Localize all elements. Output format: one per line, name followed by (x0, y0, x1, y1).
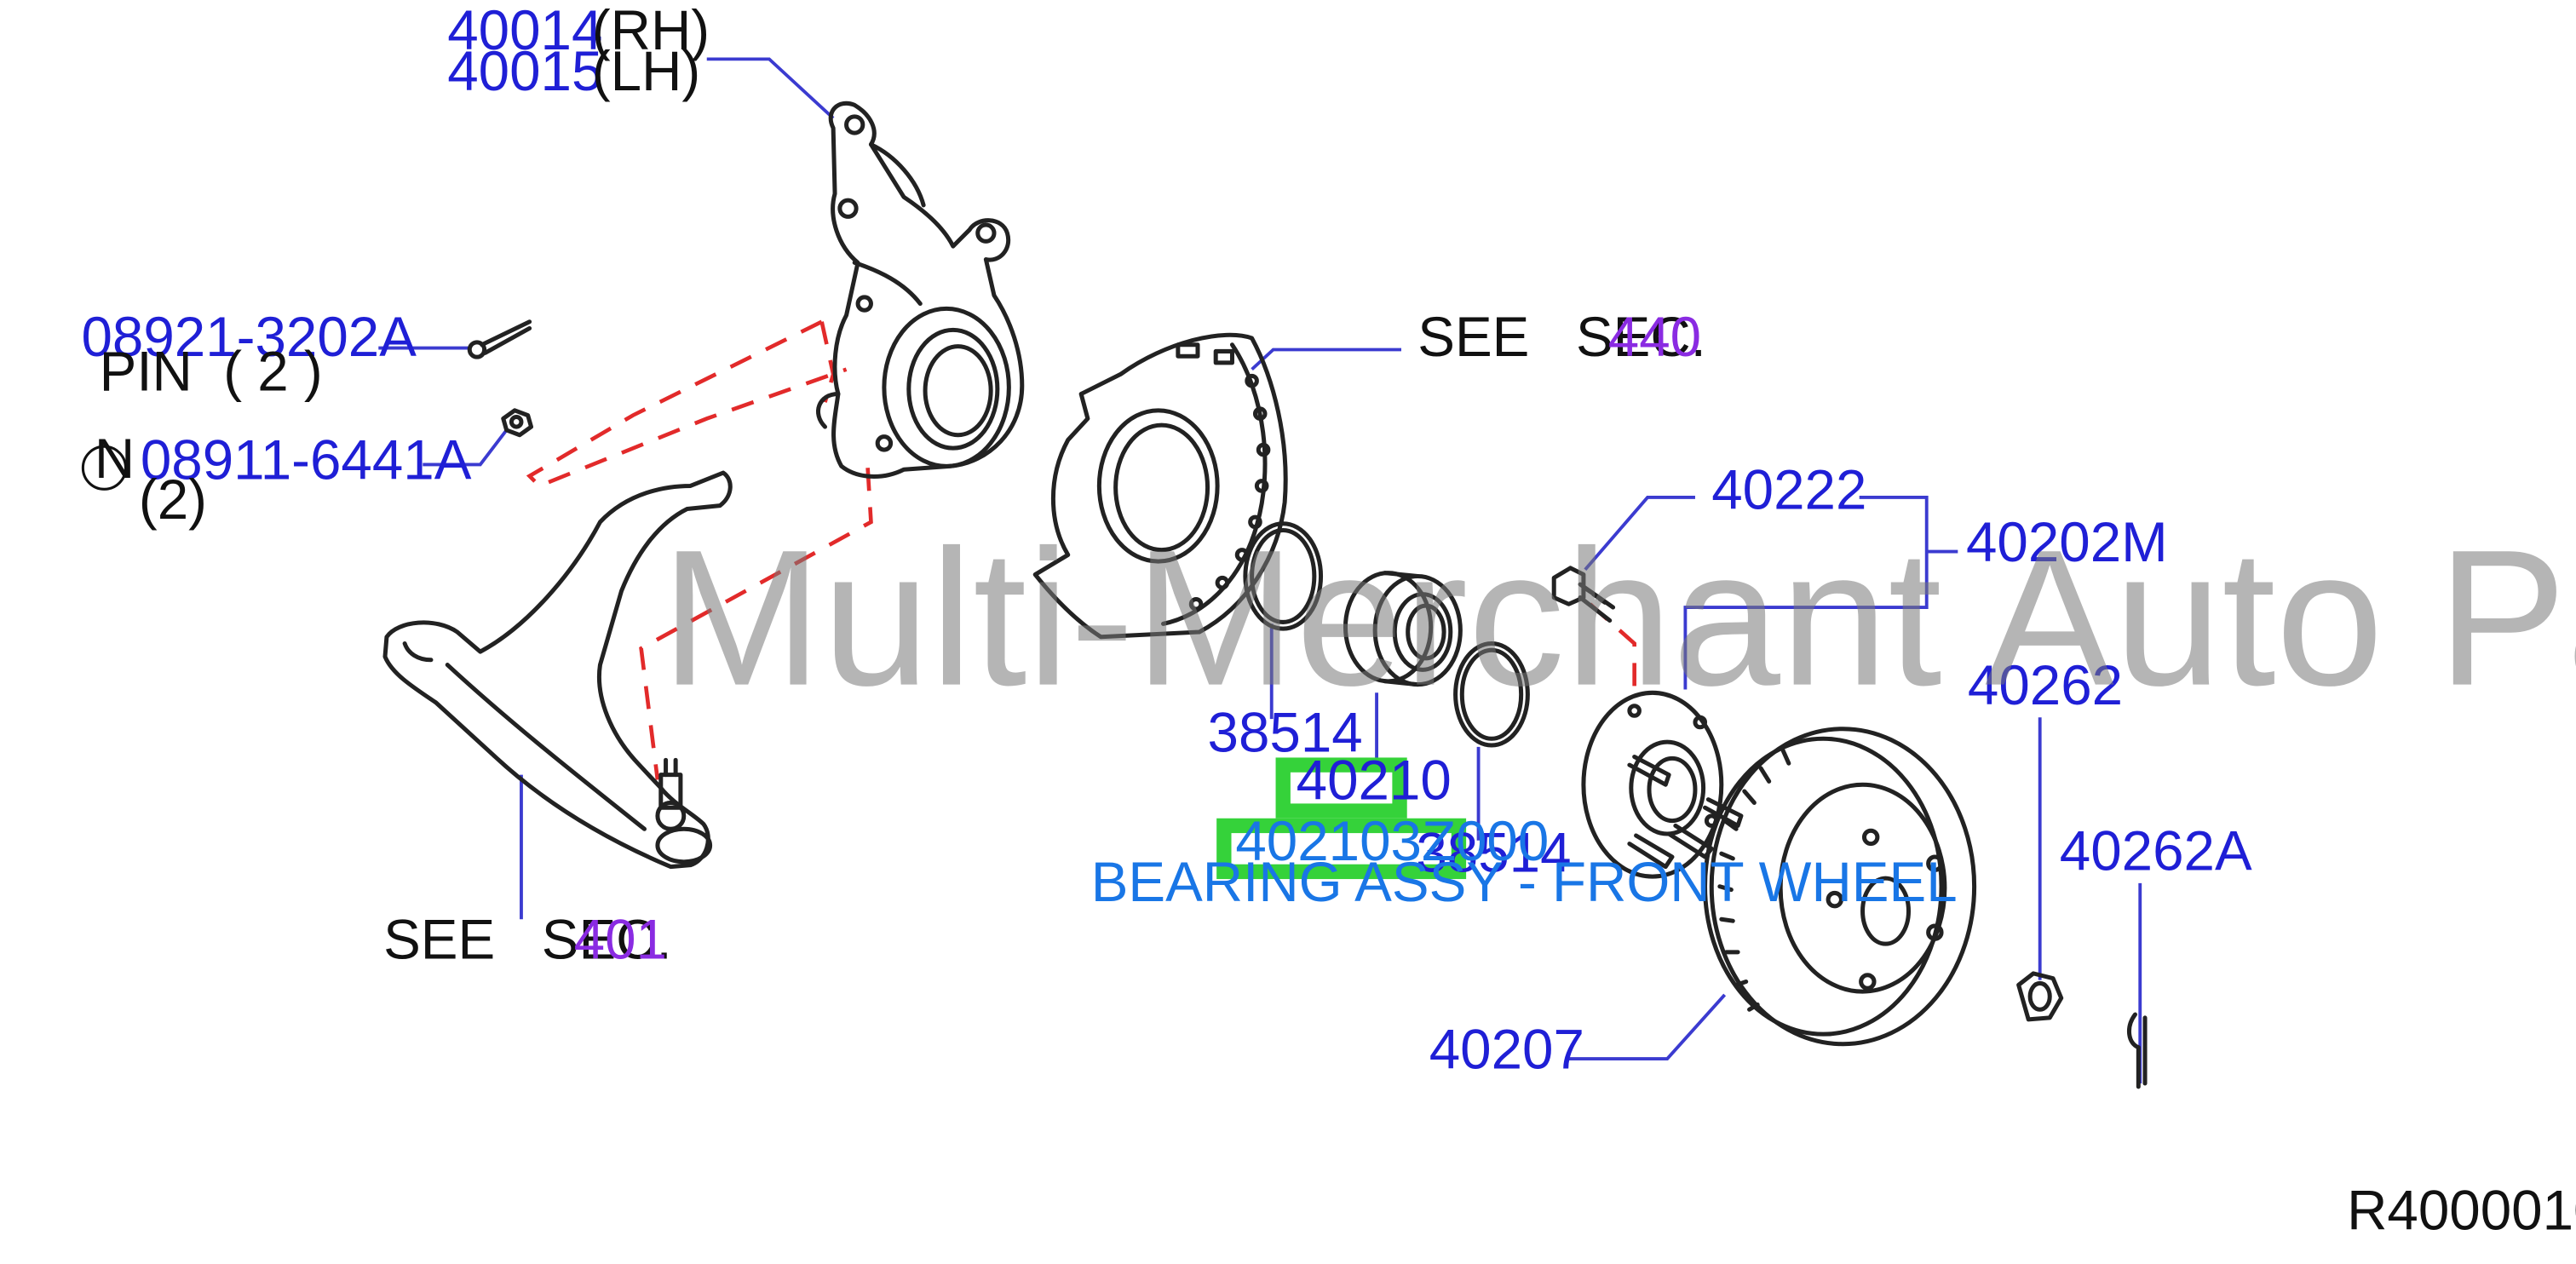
label-40262[interactable]: 40262 (1968, 654, 2123, 716)
wheel-bearing (1343, 571, 1463, 687)
snap-ring-inner (1243, 521, 1324, 631)
cotter-pin-left (467, 319, 532, 359)
label-see-sec-440: SEE SEC. (1417, 306, 1706, 368)
cotter-pin-right (2127, 1012, 2148, 1089)
label-08921-3202A[interactable]: 08921-3202A (81, 306, 417, 368)
circled-n-marker (81, 445, 128, 491)
label-40207[interactable]: 40207 (1429, 1019, 1584, 1081)
label-40202M[interactable]: 40202M (1966, 511, 2168, 573)
lower-control-arm (382, 470, 733, 870)
brake-rotor (1703, 727, 1977, 1047)
label-402103Z000[interactable]: 402103Z000 (1235, 810, 1549, 872)
label-bearing-assy-desc: BEARING ASSY - FRONT WHEEL (1091, 851, 1958, 913)
steering-knuckle (816, 101, 1025, 479)
nut-left (501, 408, 534, 438)
labels: 40014 (RH) 40015 (LH) 08921-3202A PIN ( … (81, 0, 2576, 1242)
leader-lines (378, 57, 2142, 1083)
wheel-hub (1581, 690, 1744, 879)
label-40222[interactable]: 40222 (1711, 458, 1866, 520)
label-08911-6441A[interactable]: 08911-6441A (141, 429, 472, 491)
label-38514-inner[interactable]: 38514 (1208, 702, 1363, 764)
highlight-box-40210 (1275, 757, 1407, 819)
snap-ring-outer (1453, 641, 1530, 748)
label-40014[interactable]: 40014 (447, 0, 602, 61)
label-lh: (LH) (592, 40, 700, 102)
label-40262A[interactable]: 40262A (2060, 819, 2252, 882)
nut-right (2016, 971, 2064, 1022)
splash-guard (1032, 332, 1288, 640)
label-40015[interactable]: 40015 (447, 40, 602, 102)
label-nut-qty: (2) (139, 468, 207, 531)
label-38514-outer[interactable]: 38514 (1416, 821, 1571, 883)
label-40210[interactable]: 40210 (1297, 750, 1452, 812)
label-n: N (95, 428, 135, 490)
hub-bolt (1551, 566, 1616, 623)
label-see-sec-401: SEE SEC. (383, 909, 672, 971)
label-sec-401[interactable]: 401 (574, 909, 667, 971)
label-sec-440[interactable]: 440 (1608, 306, 1701, 368)
watermark: Multi-Merchant Auto Partstore (661, 510, 2576, 727)
highlight-boxes (1216, 757, 1467, 880)
highlight-box-402103Z000 (1216, 818, 1467, 880)
label-rh: (RH) (592, 0, 710, 61)
label-pin: PIN ( 2 ) (100, 341, 323, 403)
diagram-code: R4000010 (2347, 1180, 2576, 1242)
